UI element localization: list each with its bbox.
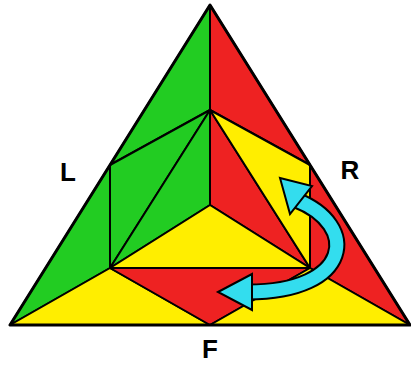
face-label: R	[341, 157, 360, 183]
arrow-head	[218, 274, 252, 310]
arrow-outline	[248, 200, 337, 292]
face-label: F	[202, 336, 218, 362]
turn-arrow	[218, 178, 337, 310]
face-label: L	[60, 159, 76, 185]
pyraminx-outline	[10, 5, 410, 325]
arrow-head	[280, 178, 312, 214]
arrow-body	[248, 200, 337, 292]
